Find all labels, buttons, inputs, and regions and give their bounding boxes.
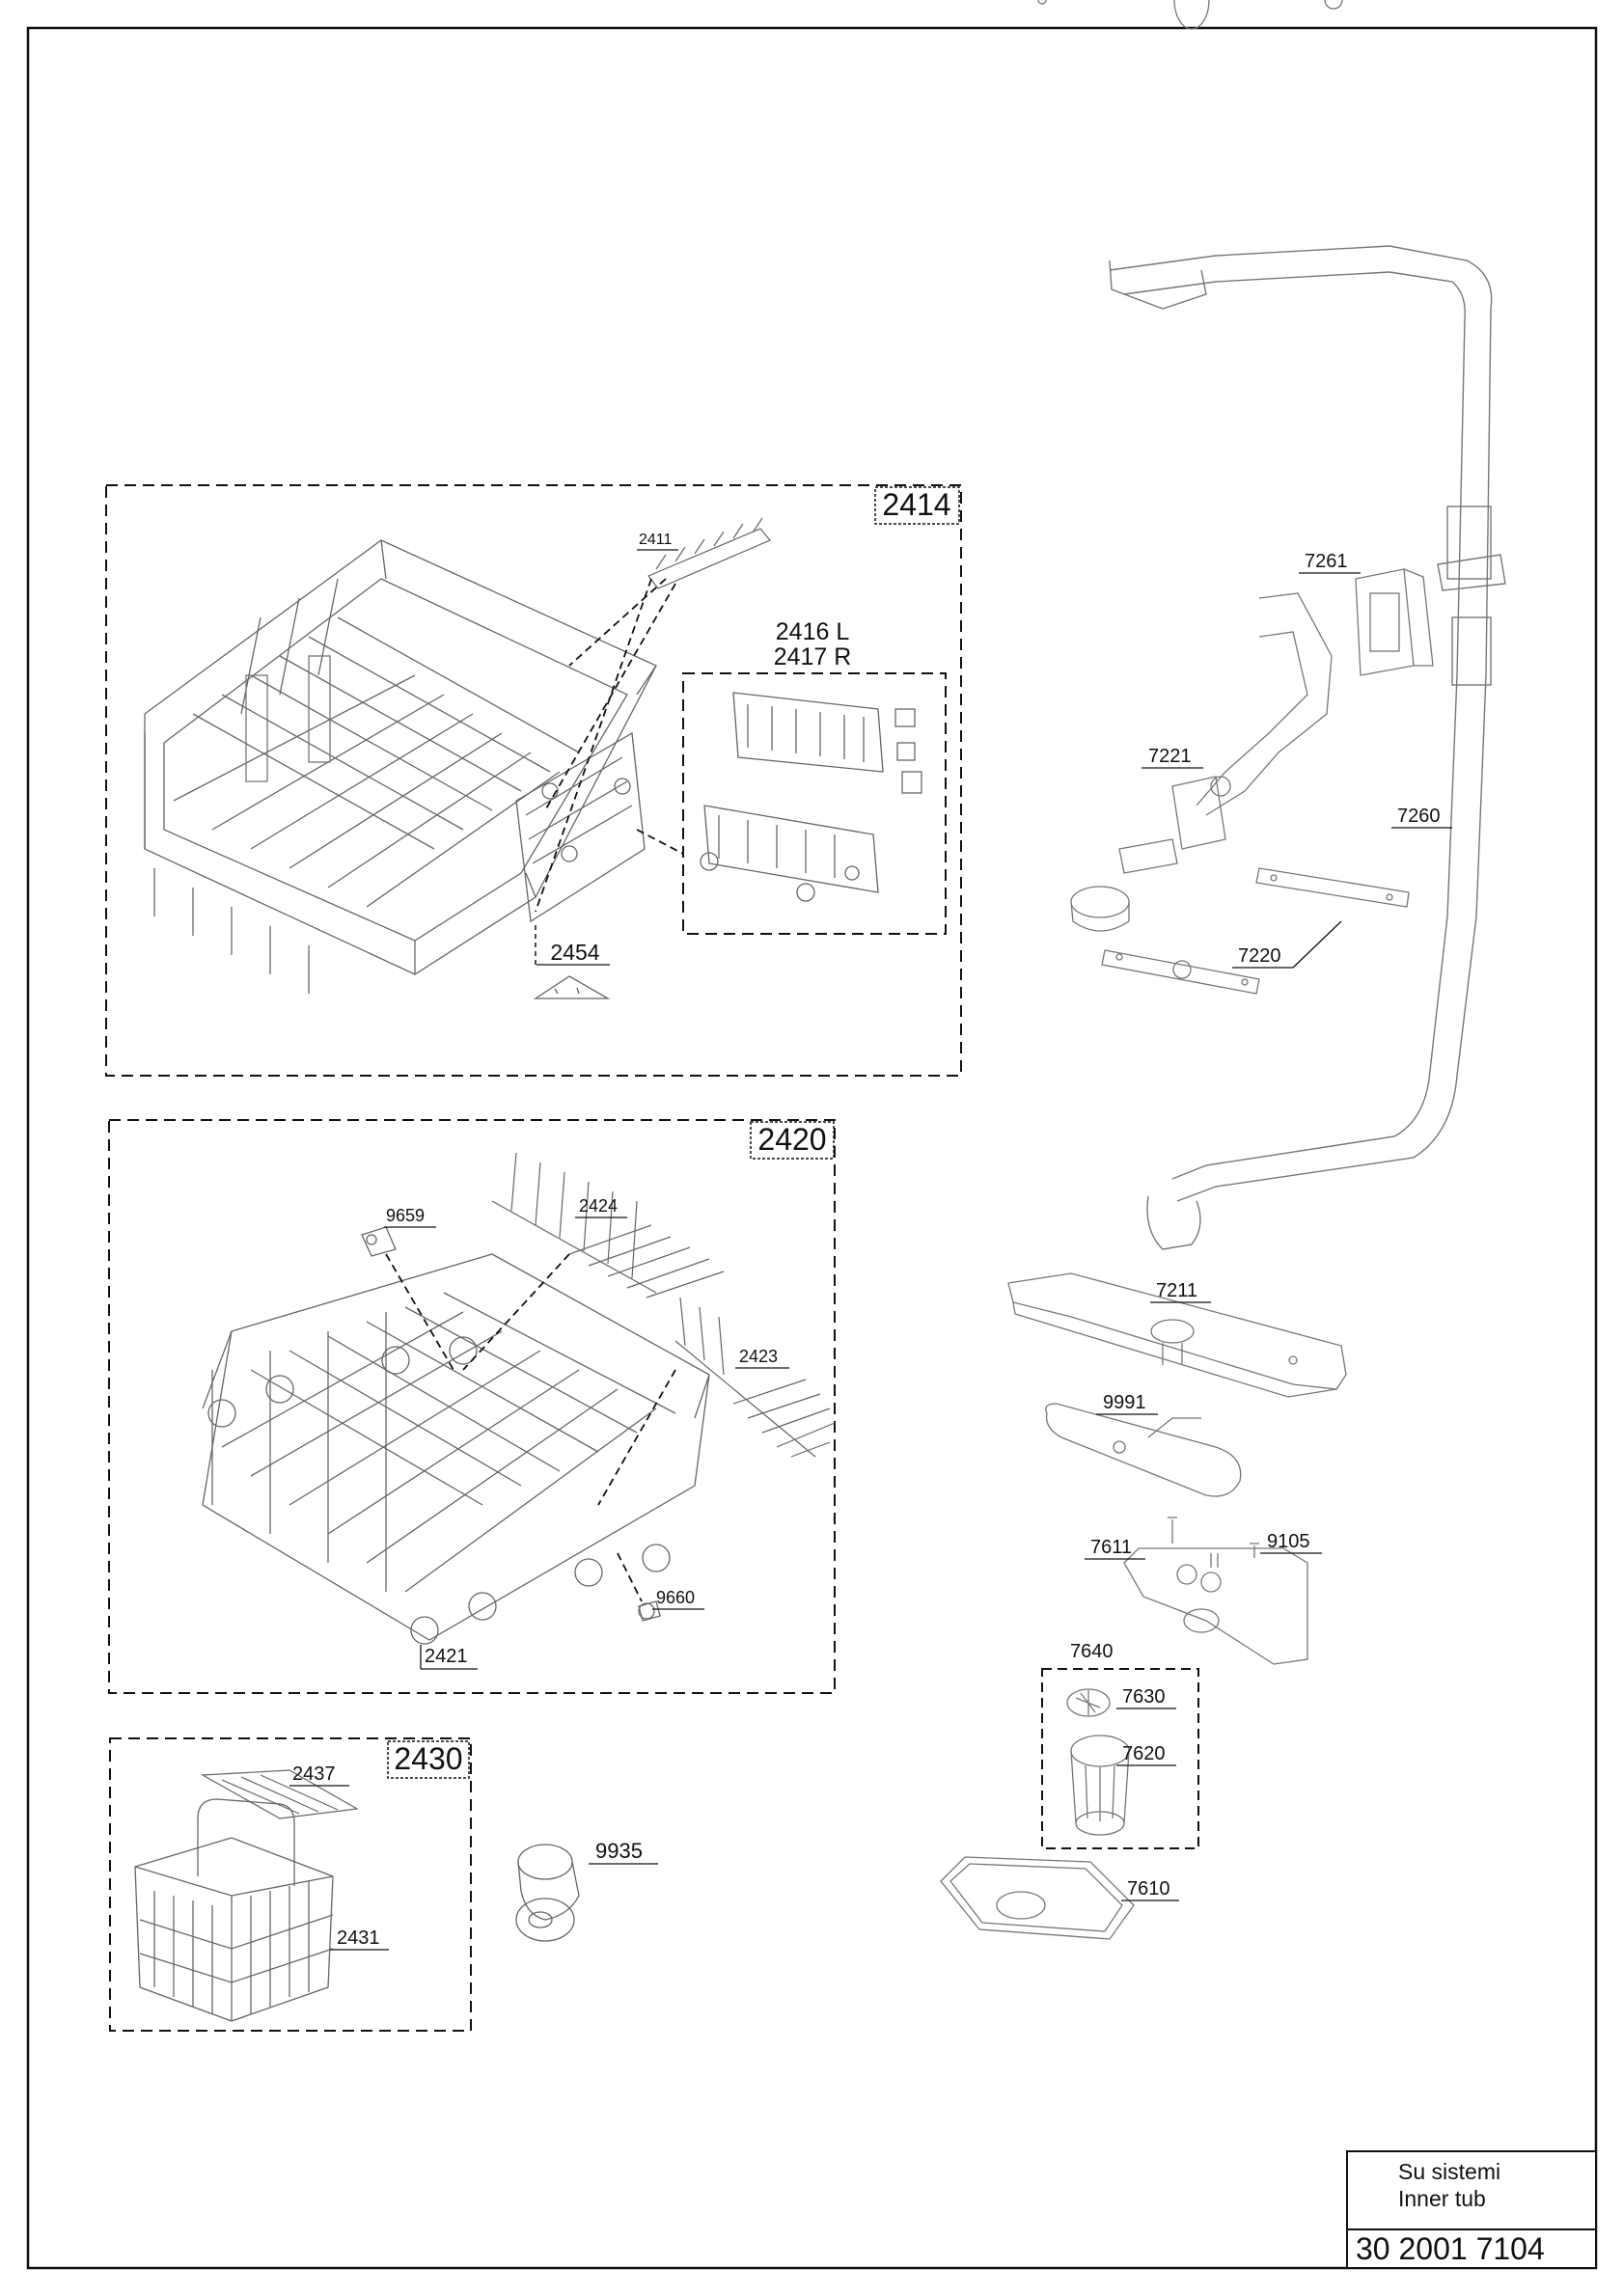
lower-basket-drawing	[202, 1253, 710, 1645]
group-2430-frame	[109, 1737, 472, 2032]
leader-2424	[462, 1253, 570, 1371]
title-line-2: Inner tub	[1398, 2186, 1486, 2211]
part-2437-label: 2437	[292, 1763, 336, 1785]
filter-7630-drawing	[1066, 1688, 1111, 1717]
part-9991-label: 9991	[1103, 1392, 1146, 1413]
cutlery-basket-2431-drawing	[134, 1798, 334, 2022]
sheet-border	[26, 26, 1598, 2270]
group-2430: 2430 2437 2431	[109, 1737, 472, 2032]
arm-holder-7221-drawing	[1070, 0, 1333, 932]
part-7211-label: 7211	[1156, 1280, 1197, 1301]
group-2430-tag: 2430	[394, 1741, 462, 1776]
group-2430-tag-box	[387, 1740, 470, 1779]
wheel-clip-9659-drawing	[361, 1226, 397, 1257]
feed-pipe-7260-drawing	[1109, 245, 1506, 1250]
filter-7620-drawing	[1070, 1735, 1130, 1836]
cutlery-cover-2437-drawing	[200, 1769, 359, 1819]
wheel-9660-drawing	[638, 1600, 661, 1622]
part-2421-label: 2421	[425, 1646, 468, 1667]
upper-basket-drawing	[144, 539, 657, 994]
tine-rack-2423-drawing	[674, 1297, 836, 1458]
sump-cover-7611-drawing	[1123, 1517, 1308, 1665]
part-7260-label: 7260	[1397, 806, 1441, 827]
part-7610-label: 7610	[1127, 1878, 1170, 1900]
group-2417-label: 2417 R	[774, 643, 852, 670]
group-2420-tag: 2420	[757, 1122, 826, 1157]
part-7261-label: 7261	[1305, 551, 1348, 572]
rack-side-panel-drawing	[515, 731, 646, 923]
spray-arm-7220-drawing	[1101, 0, 1410, 995]
part-9659-label: 9659	[386, 1206, 425, 1225]
group-2416-2417-frame	[682, 672, 947, 935]
part-2454-label: 2454	[550, 940, 599, 965]
micro-filter-7610-drawing	[940, 1856, 1135, 1940]
part-2423-label: 2423	[739, 1347, 778, 1366]
spray-arm-7211-drawing	[1007, 0, 1347, 1398]
part-7611-label: 7611	[1090, 1537, 1132, 1558]
group-2414: 2414 2411	[105, 484, 962, 1077]
part-2431-label: 2431	[337, 1927, 380, 1949]
group-7640-frame	[1041, 1668, 1199, 1849]
part-7630-label: 7630	[1122, 1686, 1166, 1708]
rack-support-clips-drawing	[700, 692, 922, 902]
part-9935: 9935	[515, 1839, 658, 1942]
part-9935-label: 9935	[595, 1839, 643, 1863]
leader-2423	[597, 1369, 676, 1506]
group-2414-frame	[105, 484, 962, 1077]
part-2424-label: 2424	[579, 1196, 618, 1216]
leader-7220	[1292, 920, 1342, 969]
clip-2454-drawing	[533, 975, 611, 999]
group-2414-tag: 2414	[882, 487, 950, 522]
part-7220-label: 7220	[1238, 945, 1281, 967]
arm-part-9991-drawing	[1045, 1403, 1242, 1497]
tine-rack-2411-drawing	[647, 517, 771, 589]
part-2411-label: 2411	[639, 532, 673, 548]
group-2414-tag-box	[874, 486, 960, 525]
group-7640-label: 7640	[1070, 1641, 1114, 1662]
leader-2411	[535, 578, 676, 913]
leader-9660	[617, 1552, 643, 1602]
water-system: 7260 7261 7221	[940, 0, 1506, 1940]
salt-cap-9935-drawing	[515, 1844, 580, 1942]
part-7620-label: 7620	[1122, 1743, 1166, 1764]
group-2420: 2420 2424 2423	[108, 1119, 836, 1694]
part-9660-label: 9660	[656, 1588, 695, 1607]
group-2420-frame	[108, 1119, 836, 1694]
group-2420-tag-box	[750, 1121, 835, 1160]
group-2416-label: 2416 L	[776, 618, 850, 645]
part-9105-label: 9105	[1267, 1531, 1310, 1552]
tine-rack-2424-drawing	[491, 1152, 725, 1298]
part-7221-label: 7221	[1148, 746, 1192, 767]
connector-7261-drawing	[1355, 568, 1434, 676]
leader-2416	[636, 829, 684, 855]
leader-9659	[385, 1253, 454, 1371]
title-line-1: Su sistemi	[1398, 2159, 1500, 2184]
title-block: Su sistemi Inner tub 30 2001 7104	[1346, 2150, 1597, 2269]
document-number: 30 2001 7104	[1356, 2231, 1545, 2266]
